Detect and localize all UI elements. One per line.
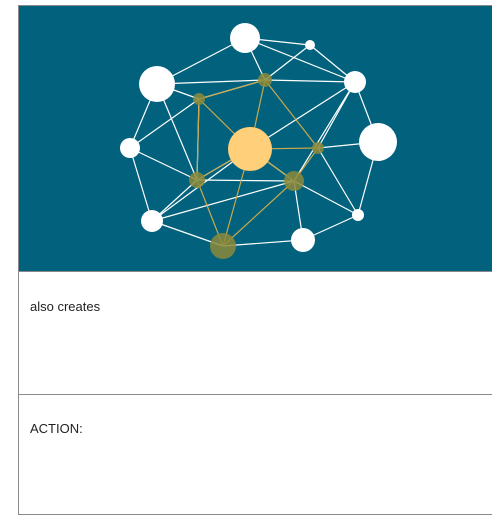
network-edge bbox=[264, 44, 311, 81]
network-edge bbox=[129, 147, 198, 181]
network-node bbox=[230, 23, 260, 53]
network-node bbox=[228, 127, 272, 171]
network-edge bbox=[198, 79, 266, 100]
network-node bbox=[141, 210, 163, 232]
network-edge bbox=[222, 180, 295, 247]
network-edge bbox=[244, 37, 356, 83]
network-graph-icon bbox=[120, 23, 397, 259]
network-node bbox=[189, 172, 205, 188]
network-edge bbox=[129, 147, 153, 222]
network-node bbox=[193, 93, 205, 105]
network-node bbox=[312, 142, 324, 154]
network-node bbox=[344, 71, 366, 93]
network-edge bbox=[317, 147, 359, 216]
network-edge bbox=[222, 239, 304, 247]
network-edge bbox=[264, 79, 356, 83]
network-node bbox=[258, 73, 272, 87]
network-node bbox=[210, 233, 236, 259]
section-1-text: also creates bbox=[30, 299, 101, 314]
network-edge bbox=[129, 98, 200, 149]
network-node bbox=[305, 40, 315, 50]
text-section-1: also creates bbox=[19, 271, 492, 394]
network-edge bbox=[293, 180, 359, 216]
network-edge bbox=[156, 79, 266, 85]
network-node bbox=[291, 228, 315, 252]
section-2-text: ACTION: bbox=[30, 421, 83, 436]
network-node bbox=[359, 123, 397, 161]
network-node bbox=[352, 209, 364, 221]
network-edge bbox=[196, 98, 200, 181]
network-node bbox=[139, 66, 175, 102]
network-edge bbox=[293, 81, 356, 182]
network-edge bbox=[151, 180, 295, 222]
network-illustration bbox=[19, 6, 492, 271]
network-edge bbox=[264, 79, 319, 149]
network-edge bbox=[196, 179, 295, 182]
network-node bbox=[120, 138, 140, 158]
network-node bbox=[284, 171, 304, 191]
card: also creates ACTION: bbox=[18, 5, 492, 515]
text-section-2: ACTION: bbox=[19, 394, 492, 514]
